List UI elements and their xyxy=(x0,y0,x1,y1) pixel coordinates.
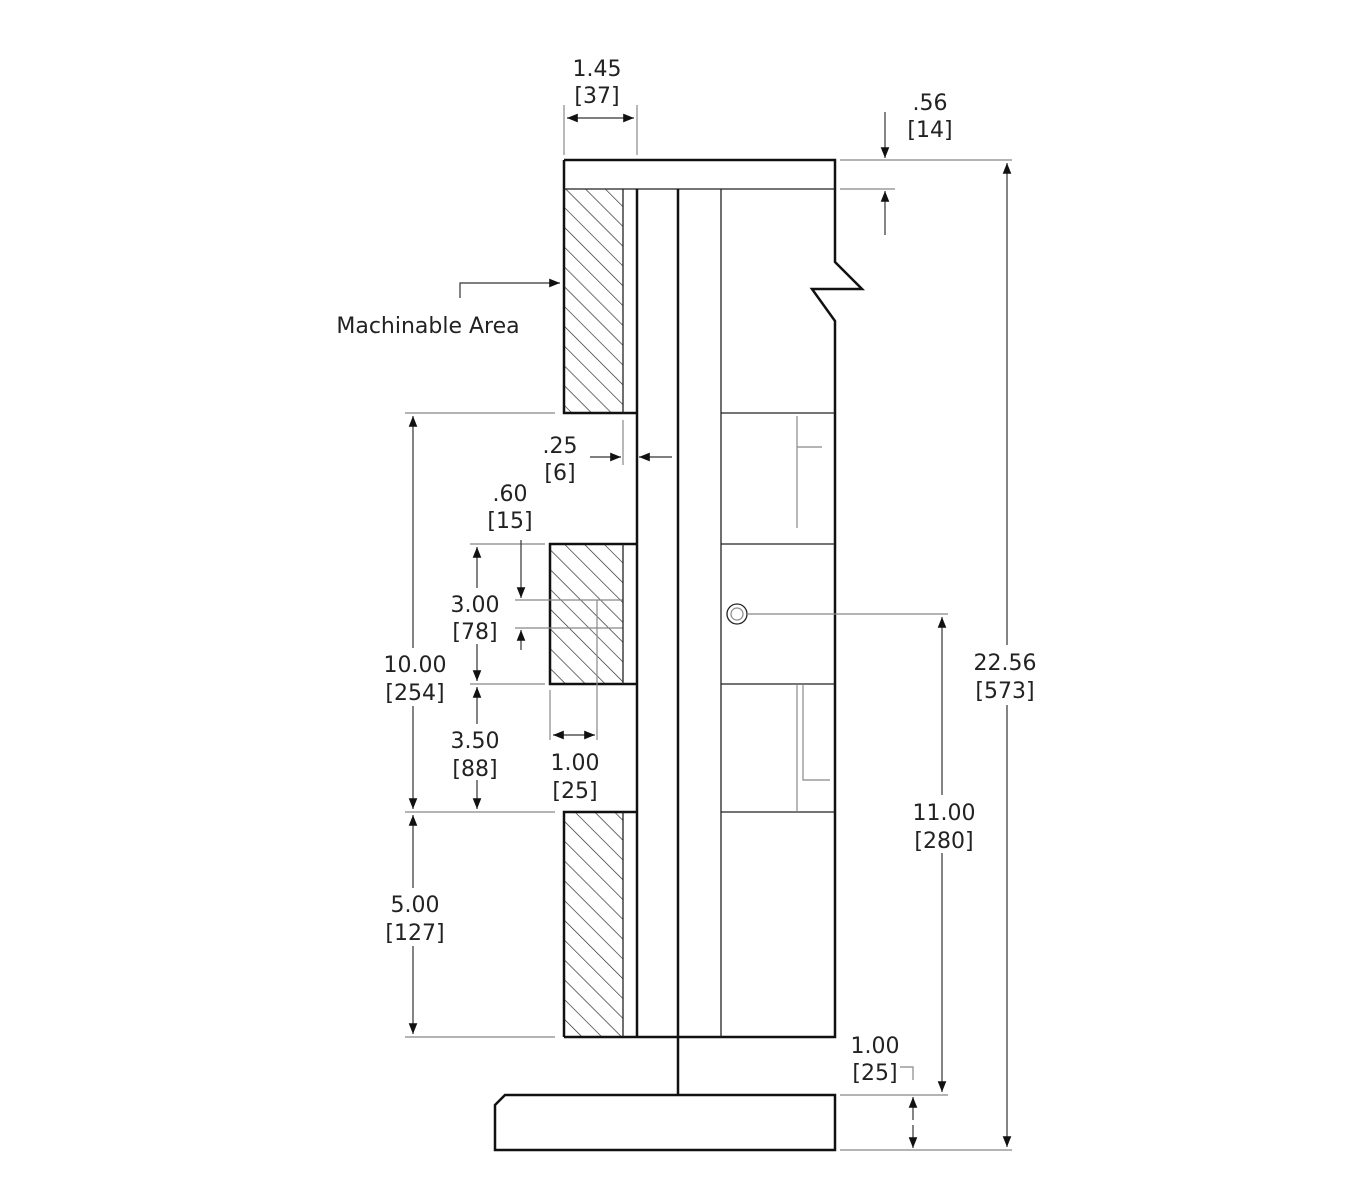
dim-top-band: .56 [14] xyxy=(840,91,1012,235)
fixture-base xyxy=(493,1093,837,1152)
dim-base-height: 1.00 [25] xyxy=(851,1034,918,1148)
dim-label-mm: [25] xyxy=(852,1061,897,1086)
locating-hole xyxy=(726,603,748,625)
dim-label-mm: [78] xyxy=(452,620,497,645)
dim-upper-span: 10.00 [254] xyxy=(375,412,555,1038)
dim-label: 1.00 xyxy=(551,751,600,776)
machinable-area-callout: Machinable Area xyxy=(336,278,560,339)
machinable-block-bottom xyxy=(562,810,637,1037)
dim-label: 3.50 xyxy=(451,729,500,754)
dim-hole-height: 11.00 [280] xyxy=(747,613,986,1096)
dim-lower-gap: 3.50 [88] xyxy=(445,687,509,809)
dim-overall-height: 22.56 [573] xyxy=(840,163,1049,1151)
dim-gap: .25 [6] xyxy=(543,420,672,486)
dim-bottom-block: 5.00 [127] xyxy=(375,815,455,1034)
dim-label: 1.00 xyxy=(851,1034,900,1059)
dim-label: 10.00 xyxy=(384,653,447,678)
dim-label-mm: [88] xyxy=(452,757,497,782)
dim-label-mm: [254] xyxy=(385,681,444,706)
dim-label-mm: [15] xyxy=(487,509,532,534)
dim-slot-offset: .60 [15] xyxy=(487,482,533,650)
dim-slot-depth: 1.00 [25] xyxy=(549,690,600,804)
dim-label: .56 xyxy=(913,91,948,116)
dim-label-mm: [573] xyxy=(975,679,1034,704)
dim-label: 11.00 xyxy=(913,801,976,826)
dim-mid-block: 3.00 [78] xyxy=(445,547,509,681)
dim-label: 5.00 xyxy=(391,893,440,918)
dim-label-mm: [127] xyxy=(385,921,444,946)
dim-label-mm: [14] xyxy=(907,118,952,143)
dim-label-mm: [280] xyxy=(914,829,973,854)
dim-width-top: 1.45 [37] xyxy=(563,57,638,155)
machinable-area-label: Machinable Area xyxy=(336,314,519,339)
dim-label: 3.00 xyxy=(451,593,500,618)
machinable-block-middle xyxy=(515,542,637,740)
dim-label-mm: [37] xyxy=(574,84,619,109)
dim-label: 22.56 xyxy=(974,651,1037,676)
machinable-block-top xyxy=(562,160,637,415)
dim-label-mm: [25] xyxy=(552,779,597,804)
dim-label: .60 xyxy=(493,482,528,507)
dim-label: 1.45 xyxy=(573,57,622,82)
dim-label: .25 xyxy=(543,434,578,459)
dim-label-mm: [6] xyxy=(544,461,575,486)
